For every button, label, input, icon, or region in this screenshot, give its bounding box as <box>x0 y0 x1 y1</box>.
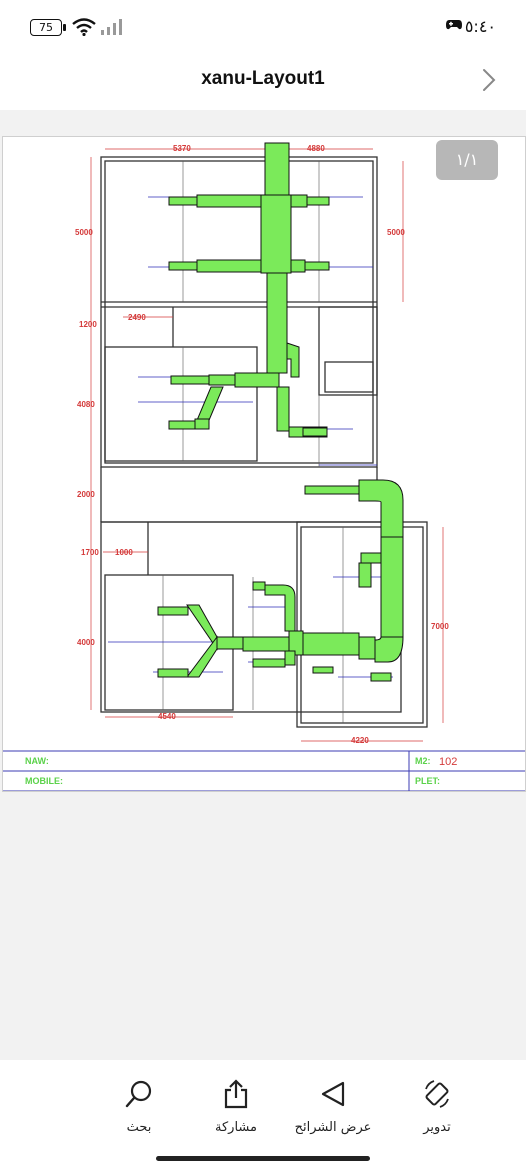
dimension-label: 5000 <box>387 228 405 237</box>
dimension-label: 4880 <box>307 144 325 153</box>
dimension-label: 4000 <box>77 638 95 647</box>
page-indicator: ١/١ <box>436 140 498 180</box>
share-label: مشاركة <box>215 1120 257 1135</box>
duct-system <box>157 142 404 682</box>
dimension-label: 1200 <box>79 320 97 329</box>
document-page[interactable]: 5370 4880 5000 5000 1200 2490 4080 2000 … <box>2 136 526 792</box>
signal-icon <box>101 19 122 35</box>
status-time: ٥:٤٠ <box>464 17 496 36</box>
rotate-button[interactable]: تدوير <box>392 1076 482 1135</box>
chevron-right-icon[interactable] <box>482 68 496 92</box>
slideshow-label: عرض الشرائح <box>294 1120 372 1135</box>
naw-label: NAW: <box>25 756 49 766</box>
wifi-icon <box>72 18 96 36</box>
walls <box>100 156 428 728</box>
gamepad-icon <box>446 20 462 30</box>
dimension-label: 1000 <box>115 548 133 557</box>
dimension-lines <box>90 148 444 742</box>
dimension-label: 5000 <box>75 228 93 237</box>
status-bar: 75 ٥:٤٠ <box>0 0 526 52</box>
slideshow-button[interactable]: عرض الشرائح <box>288 1076 378 1135</box>
plet-label: PLET: <box>415 776 440 786</box>
search-button[interactable]: بحث <box>94 1076 184 1135</box>
dimension-label: 4080 <box>77 400 95 409</box>
battery-level: 75 <box>39 21 53 34</box>
mobile-label: MOBILE: <box>25 776 63 786</box>
app-header: xanu-Layout1 <box>0 52 526 110</box>
home-indicator[interactable] <box>156 1156 370 1161</box>
dimension-label: 4220 <box>351 736 369 745</box>
search-icon <box>125 1080 152 1108</box>
dimension-label: 4540 <box>158 712 176 721</box>
m2-label: M2: <box>415 756 431 766</box>
share-icon <box>224 1079 248 1109</box>
share-button[interactable]: مشاركة <box>191 1076 281 1135</box>
rotate-icon <box>425 1080 449 1108</box>
play-left-icon <box>321 1081 345 1107</box>
rotate-label: تدوير <box>423 1120 451 1135</box>
bottom-toolbar: بحث مشاركة عرض الشرائح تدوير <box>0 1060 526 1169</box>
search-label: بحث <box>126 1120 152 1135</box>
page-title: xanu-Layout1 <box>201 68 325 89</box>
dimension-label: 7000 <box>431 622 449 631</box>
dimension-label: 2490 <box>128 313 146 322</box>
document-viewer[interactable]: 5370 4880 5000 5000 1200 2490 4080 2000 … <box>0 110 526 1060</box>
dimension-label: 5370 <box>173 144 191 153</box>
m2-value: 102 <box>439 756 457 768</box>
battery-icon: 75 <box>30 19 66 36</box>
dimension-label: 1700 <box>81 548 99 557</box>
floor-plan-drawing: 5370 4880 5000 5000 1200 2490 4080 2000 … <box>3 142 525 792</box>
dimension-label: 2000 <box>77 490 95 499</box>
